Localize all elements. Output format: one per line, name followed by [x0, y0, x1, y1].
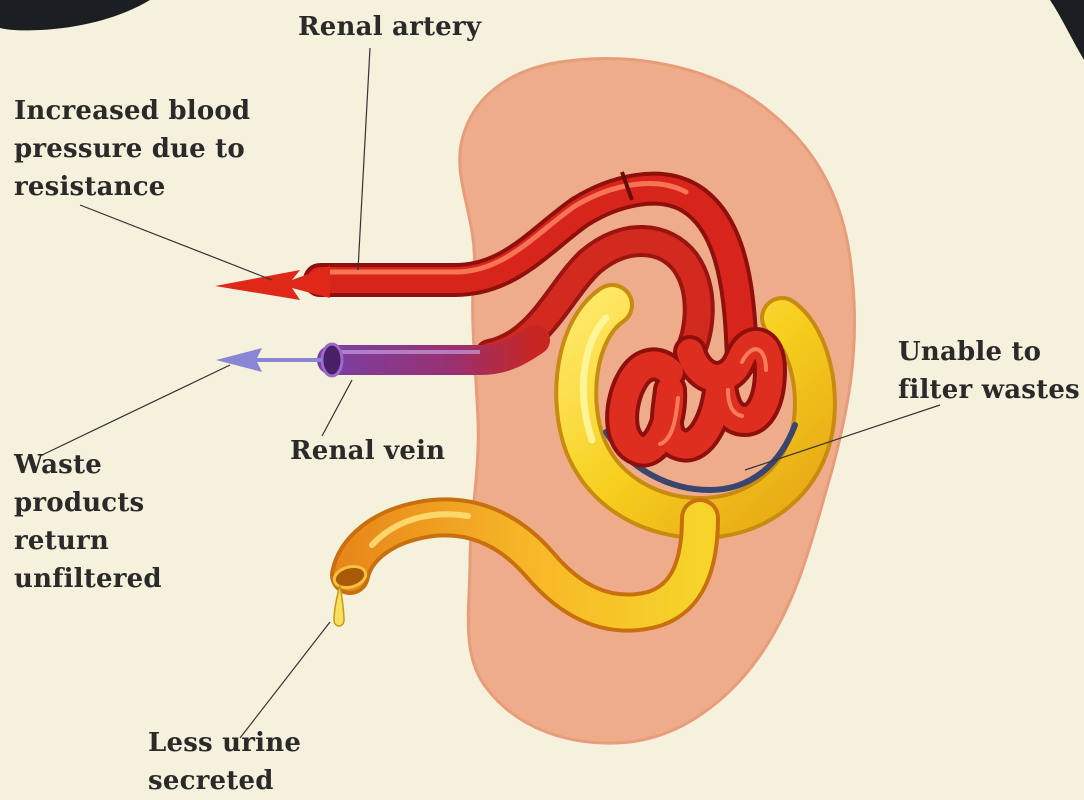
label-line: Unable to [898, 333, 1080, 371]
leader-renal-artery [358, 48, 370, 270]
label-line: Waste [14, 446, 162, 484]
label-line: resistance [14, 168, 250, 206]
label-line: Increased blood [14, 92, 250, 130]
top-right-corner-shadow [1050, 0, 1084, 60]
label-renal-vein-text: Renal vein [290, 432, 445, 470]
label-renal-artery: Renal artery [298, 8, 481, 46]
label-renal-vein: Renal vein [290, 432, 445, 470]
label-line: products [14, 484, 162, 522]
label-line: secreted [148, 762, 301, 800]
leader-increased-bp [80, 205, 272, 280]
label-less-urine: Less urine secreted [148, 724, 301, 800]
label-line: return [14, 522, 162, 560]
label-waste-products: Waste products return unfiltered [14, 446, 162, 598]
label-unable-to-filter: Unable to filter wastes [898, 333, 1080, 409]
label-line: filter wastes [898, 371, 1080, 409]
leader-less-urine [240, 622, 330, 738]
renal-vein-opening [322, 344, 342, 376]
label-increased-blood-pressure: Increased blood pressure due to resistan… [14, 92, 250, 206]
label-line: Less urine [148, 724, 301, 762]
label-line: unfiltered [14, 560, 162, 598]
leader-renal-vein [322, 380, 352, 436]
top-left-corner-shadow [0, 0, 150, 30]
label-line: pressure due to [14, 130, 250, 168]
leader-waste-products [40, 365, 230, 456]
label-renal-artery-text: Renal artery [298, 8, 481, 46]
